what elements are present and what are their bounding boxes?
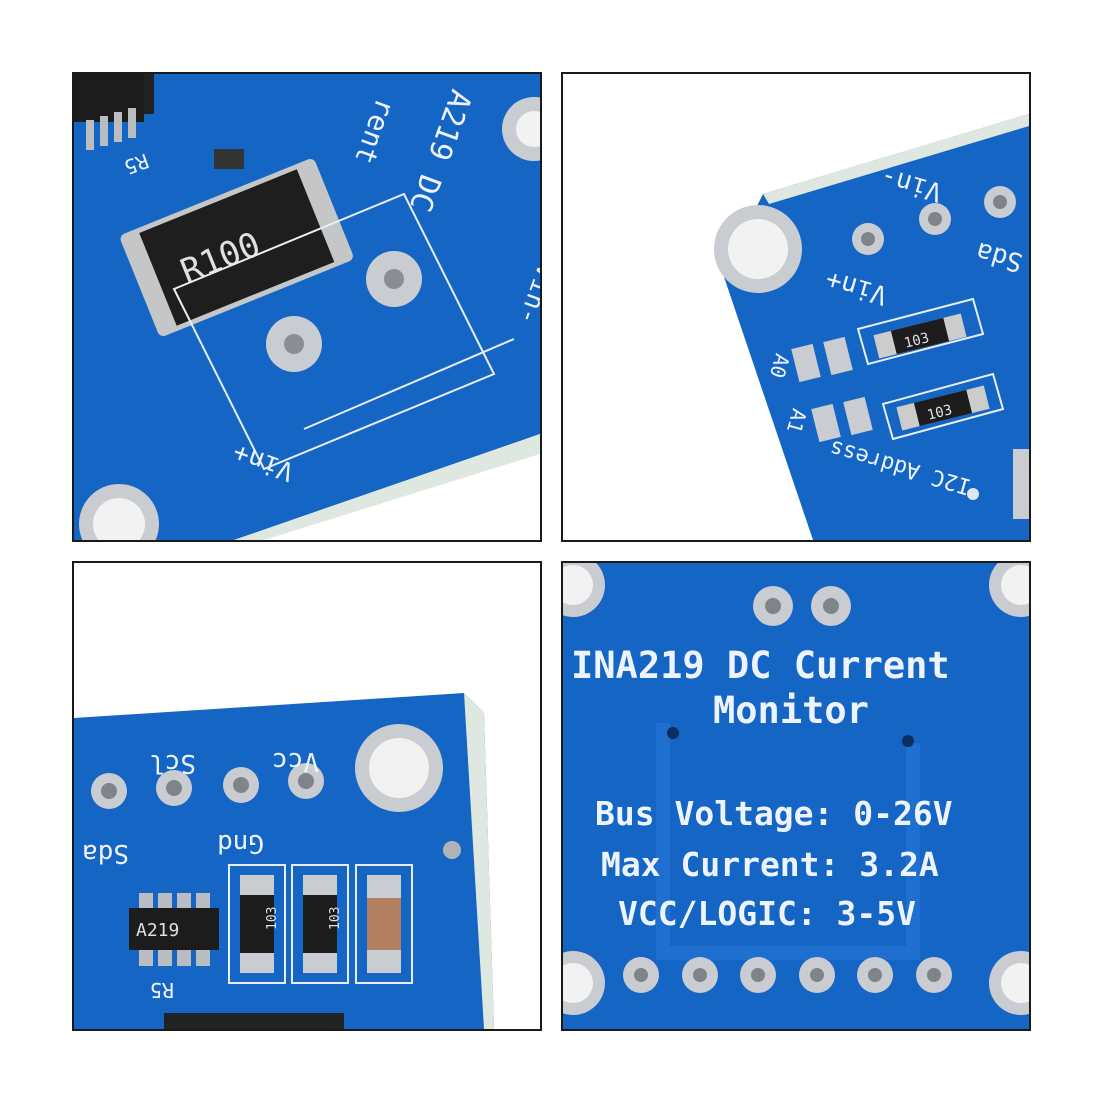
spec-bus-voltage: Bus Voltage: 0-26V bbox=[595, 794, 953, 833]
spec-max-current: Max Current: 3.2A bbox=[601, 845, 939, 884]
pcb-closeup-1: R5 R100 A219 DC rent Vin- Vin+ bbox=[74, 74, 540, 540]
svg-text:A219: A219 bbox=[136, 920, 179, 941]
smd-resistor-a: 103 bbox=[856, 297, 985, 366]
pcb-closeup-3: Vcc Scl Gnd Sda A219 R5 103 103 bbox=[74, 563, 540, 1029]
board-title-line2: Monitor bbox=[713, 689, 869, 732]
svg-text:103: 103 bbox=[903, 330, 931, 352]
smd-resistor-b: 103 bbox=[881, 372, 1005, 441]
pcb-closeup-2: Vin- Vin+ Sda 103 103 A0 A1 I2C Address bbox=[563, 74, 1029, 540]
svg-text:103: 103 bbox=[926, 402, 954, 424]
pcb-board bbox=[74, 74, 540, 540]
shunt-outline bbox=[172, 192, 496, 471]
photo-panel-board-label: INA219 DC Current Monitor Bus Voltage: 0… bbox=[561, 561, 1031, 1031]
ref-label: R5 bbox=[150, 978, 174, 1002]
svg-text:103: 103 bbox=[328, 907, 343, 930]
photo-panel-i2c-pins: Vcc Scl Gnd Sda A219 R5 103 103 bbox=[72, 561, 542, 1031]
pin-gnd: Gnd bbox=[217, 828, 264, 858]
pin-sda: Sda bbox=[82, 838, 129, 868]
shunt-resistor: R100 bbox=[120, 158, 353, 337]
svg-text:103: 103 bbox=[265, 907, 280, 930]
smd-capacitor bbox=[355, 864, 413, 984]
photo-panel-shunt-resistor: R5 R100 A219 DC rent Vin- Vin+ bbox=[72, 72, 542, 542]
ic-chip bbox=[74, 74, 144, 150]
header-pads bbox=[852, 186, 1016, 255]
pin-scl: Scl bbox=[149, 748, 196, 778]
header-pads bbox=[623, 957, 952, 993]
ic-chip: A219 bbox=[129, 893, 219, 966]
pcb-closeup-4: INA219 DC Current Monitor Bus Voltage: 0… bbox=[563, 563, 1029, 1029]
smd-resistor-b: 103 bbox=[291, 864, 349, 984]
jumper-pads-a1 bbox=[811, 396, 873, 443]
shunt-pads bbox=[753, 586, 851, 626]
pcb-board bbox=[723, 114, 1029, 540]
photo-panel-address-jumpers: Vin- Vin+ Sda 103 103 A0 A1 I2C Address bbox=[561, 72, 1031, 542]
smd-resistor-a: 103 bbox=[228, 864, 286, 984]
spec-vcc-logic: VCC/LOGIC: 3-5V bbox=[618, 894, 916, 933]
header-pads bbox=[91, 763, 324, 809]
jumper-pads-a0 bbox=[791, 336, 853, 383]
board-title-line1: INA219 DC Current bbox=[571, 644, 950, 687]
pin-vcc: Vcc bbox=[272, 746, 319, 776]
